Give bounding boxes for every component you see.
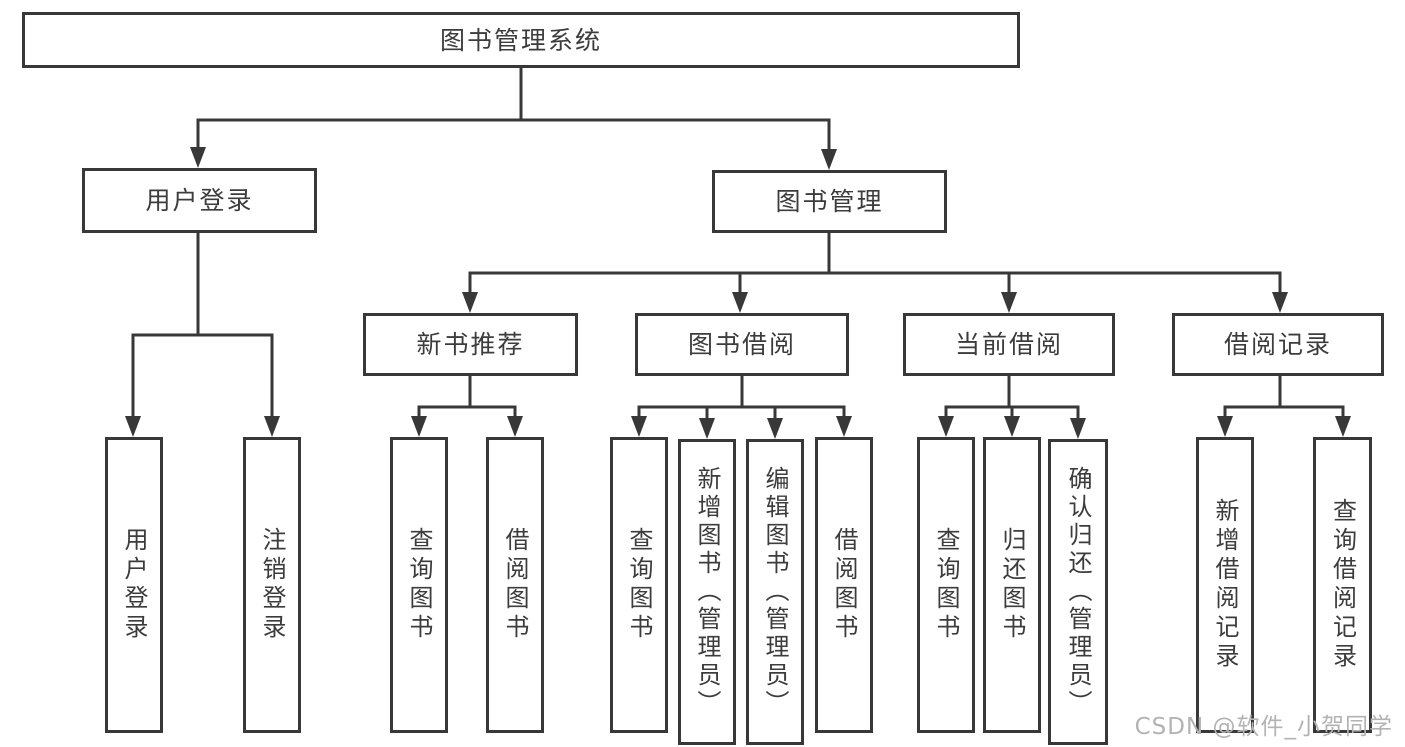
node-label: 新书推荐: [416, 330, 525, 359]
node-label: 用户登录: [120, 527, 148, 643]
node-label: 借阅图书: [830, 527, 858, 643]
node-leaf-br-query-record: 查询借阅记录: [1313, 437, 1372, 733]
node-leaf-rec-query-books: 查询图书: [390, 437, 448, 733]
node-current-borrowing: 当前借阅: [903, 313, 1115, 376]
node-label: 当前借阅: [954, 330, 1063, 359]
node-borrowing-records: 借阅记录: [1172, 313, 1384, 376]
node-leaf-user-login: 用户登录: [105, 437, 163, 733]
node-label: 图书管理系统: [439, 25, 602, 55]
node-label: 图书管理: [775, 187, 884, 216]
node-leaf-cb-query-books: 查询图书: [917, 437, 975, 733]
node-label: 借阅图书: [501, 527, 529, 643]
node-label: 确认归还（管理员）: [1064, 466, 1092, 718]
node-label: 用户登录: [145, 186, 254, 215]
node-leaf-bb-edit-books-admin: 编辑图书（管理员）: [746, 439, 804, 745]
node-library-management-system: 图书管理系统: [22, 12, 1020, 68]
node-new-book-recommend: 新书推荐: [363, 313, 578, 376]
node-user-login: 用户登录: [82, 168, 317, 233]
node-leaf-logout: 注销登录: [243, 437, 301, 733]
node-leaf-br-add-record: 新增借阅记录: [1196, 437, 1254, 733]
node-label: 新增借阅记录: [1211, 498, 1239, 672]
node-label: 查询图书: [932, 527, 960, 643]
node-book-management: 图书管理: [712, 170, 947, 233]
node-leaf-cb-confirm-return-admin: 确认归还（管理员）: [1048, 439, 1108, 745]
node-leaf-bb-borrow-books: 借阅图书: [815, 437, 873, 733]
node-label: 注销登录: [258, 527, 286, 643]
node-label: 图书借阅: [687, 330, 796, 359]
csdn-watermark: CSDN @软件_小贺同学: [1134, 714, 1393, 740]
node-label: 查询借阅记录: [1328, 498, 1357, 672]
node-label: 借阅记录: [1223, 330, 1332, 359]
node-leaf-bb-add-books-admin: 新增图书（管理员）: [678, 439, 736, 745]
node-label: 查询图书: [625, 527, 653, 643]
node-book-borrowing: 图书借阅: [635, 313, 849, 376]
node-label: 归还图书: [998, 527, 1026, 643]
node-leaf-rec-borrow-books: 借阅图书: [486, 437, 544, 733]
node-label: 新增图书（管理员）: [693, 466, 721, 718]
node-leaf-cb-return-books: 归还图书: [983, 437, 1041, 733]
node-label: 编辑图书（管理员）: [761, 466, 789, 718]
node-label: 查询图书: [405, 527, 433, 643]
node-leaf-bb-query-books: 查询图书: [610, 437, 668, 733]
